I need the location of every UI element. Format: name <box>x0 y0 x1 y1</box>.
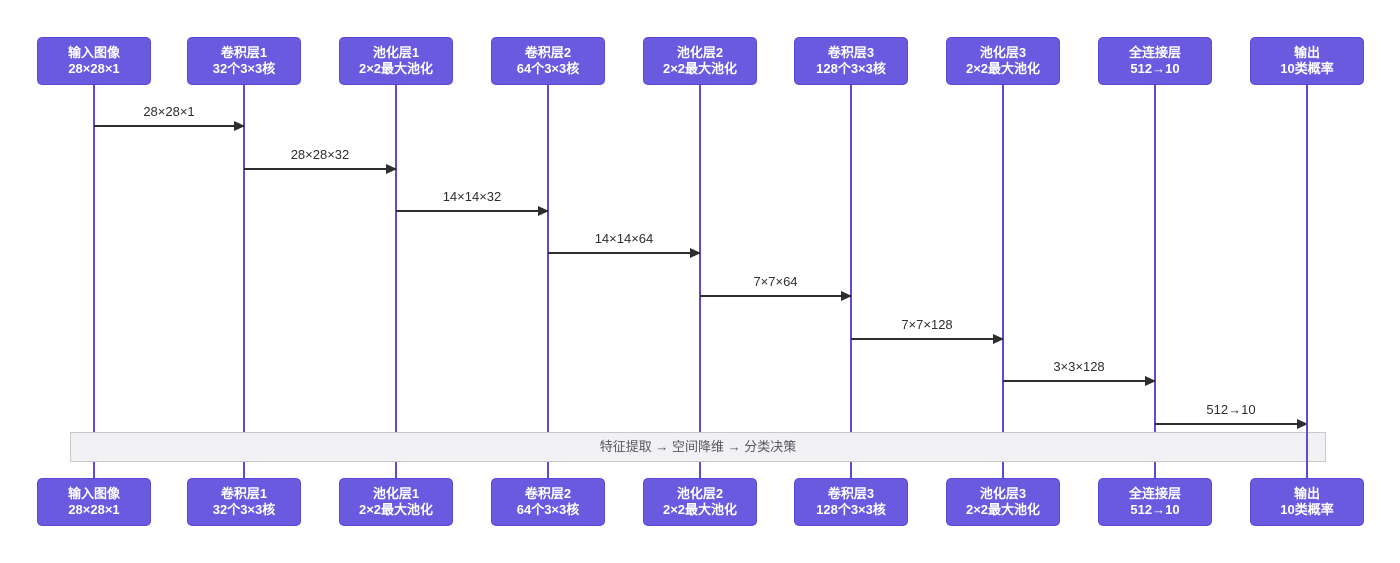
participant-detail: 512→10 <box>1130 61 1180 76</box>
message-arrow <box>1003 376 1156 386</box>
message-pool1-conv2: 14×14×32 <box>396 188 549 216</box>
message-arrow <box>700 291 852 301</box>
message-label: 512→10 <box>1206 402 1256 417</box>
participant-name: 池化层2 <box>676 486 724 501</box>
participant-detail: 10类概率 <box>1280 61 1334 76</box>
participant-name: 全连接层 <box>1128 486 1181 501</box>
lifeline-pool3 <box>1002 84 1004 479</box>
participant-detail: 64个3×3核 <box>516 61 580 76</box>
participant-detail: 10类概率 <box>1280 502 1334 517</box>
participant-top-fc: 全连接层 512→10 <box>1098 37 1212 85</box>
participant-detail: 512→10 <box>1130 502 1180 517</box>
participant-detail: 2×2最大池化 <box>662 502 738 517</box>
participant-name: 输出 <box>1293 486 1320 501</box>
participant-name: 全连接层 <box>1128 45 1181 60</box>
message-arrow <box>851 334 1004 344</box>
participant-name: 卷积层1 <box>220 486 268 501</box>
participant-detail: 128个3×3核 <box>816 502 886 517</box>
arrowhead-icon <box>1145 376 1156 386</box>
participant-name: 池化层3 <box>979 45 1027 60</box>
lifeline-input <box>93 84 95 479</box>
participant-bottom-conv1: 卷积层1 32个3×3核 <box>187 478 301 526</box>
participant-top-conv3: 卷积层3 128个3×3核 <box>794 37 908 85</box>
participant-bottom-pool3: 池化层3 2×2最大池化 <box>946 478 1060 526</box>
lifeline-conv1 <box>243 84 245 479</box>
arrowhead-icon <box>993 334 1004 344</box>
arrowhead-icon <box>538 206 549 216</box>
participant-name: 卷积层3 <box>827 486 875 501</box>
arrowhead-icon <box>1297 419 1308 429</box>
participant-top-conv1: 卷积层1 32个3×3核 <box>187 37 301 85</box>
participant-name: 卷积层2 <box>524 486 572 501</box>
participant-name: 卷积层3 <box>827 45 875 60</box>
message-arrow <box>396 206 549 216</box>
message-label: 14×14×64 <box>594 231 654 246</box>
participant-name: 输入图像 <box>67 45 120 60</box>
participant-detail: 2×2最大池化 <box>965 502 1041 517</box>
message-label: 3×3×128 <box>1053 359 1105 374</box>
participant-name: 池化层1 <box>372 486 420 501</box>
participant-name: 池化层1 <box>372 45 420 60</box>
participant-detail: 64个3×3核 <box>516 502 580 517</box>
message-label: 14×14×32 <box>442 189 502 204</box>
message-arrow <box>1155 419 1308 429</box>
lifeline-output <box>1306 84 1308 479</box>
message-label: 7×7×64 <box>753 274 798 289</box>
participant-detail: 2×2最大池化 <box>662 61 738 76</box>
lifeline-fc <box>1154 84 1156 479</box>
participant-top-pool2: 池化层2 2×2最大池化 <box>643 37 757 85</box>
message-label: 28×28×32 <box>290 147 350 162</box>
participant-name: 池化层2 <box>676 45 724 60</box>
participant-top-conv2: 卷积层2 64个3×3核 <box>491 37 605 85</box>
message-pool2-conv3: 7×7×64 <box>700 273 852 301</box>
arrowhead-icon <box>386 164 397 174</box>
participant-top-output: 输出 10类概率 <box>1250 37 1364 85</box>
participant-bottom-input: 输入图像 28×28×1 <box>37 478 151 526</box>
participant-detail: 28×28×1 <box>68 502 120 517</box>
message-fc-output: 512→10 <box>1155 401 1308 429</box>
arrowhead-icon <box>234 121 245 131</box>
participant-detail: 2×2最大池化 <box>965 61 1041 76</box>
participant-name: 卷积层1 <box>220 45 268 60</box>
lifeline-conv2 <box>547 84 549 479</box>
message-label: 28×28×1 <box>143 104 195 119</box>
participant-detail: 28×28×1 <box>68 61 120 76</box>
participant-detail: 32个3×3核 <box>212 502 276 517</box>
message-arrow <box>244 164 397 174</box>
message-label: 7×7×128 <box>901 317 953 332</box>
message-arrow <box>548 248 701 258</box>
participant-detail: 32个3×3核 <box>212 61 276 76</box>
participant-bottom-pool1: 池化层1 2×2最大池化 <box>339 478 453 526</box>
participant-top-input: 输入图像 28×28×1 <box>37 37 151 85</box>
message-conv3-pool3: 7×7×128 <box>851 316 1004 344</box>
participant-detail: 2×2最大池化 <box>358 502 434 517</box>
lifeline-pool1 <box>395 84 397 479</box>
participant-name: 输出 <box>1293 45 1320 60</box>
note-bar: 特征提取 → 空间降维 → 分类决策 <box>70 432 1326 462</box>
arrowhead-icon <box>841 291 852 301</box>
message-conv1-pool1: 28×28×32 <box>244 146 397 174</box>
participant-top-pool3: 池化层3 2×2最大池化 <box>946 37 1060 85</box>
arrowhead-icon <box>690 248 701 258</box>
participant-bottom-pool2: 池化层2 2×2最大池化 <box>643 478 757 526</box>
participant-top-pool1: 池化层1 2×2最大池化 <box>339 37 453 85</box>
lifeline-conv3 <box>850 84 852 479</box>
participant-bottom-conv3: 卷积层3 128个3×3核 <box>794 478 908 526</box>
message-conv2-pool2: 14×14×64 <box>548 230 701 258</box>
participant-detail: 2×2最大池化 <box>358 61 434 76</box>
participant-name: 池化层3 <box>979 486 1027 501</box>
message-pool3-fc: 3×3×128 <box>1003 358 1156 386</box>
lifeline-pool2 <box>699 84 701 479</box>
participant-bottom-output: 输出 10类概率 <box>1250 478 1364 526</box>
message-input-conv1: 28×28×1 <box>94 103 245 131</box>
participant-name: 卷积层2 <box>524 45 572 60</box>
message-arrow <box>94 121 245 131</box>
participant-bottom-conv2: 卷积层2 64个3×3核 <box>491 478 605 526</box>
participant-bottom-fc: 全连接层 512→10 <box>1098 478 1212 526</box>
participant-detail: 128个3×3核 <box>816 61 886 76</box>
participant-name: 输入图像 <box>67 486 120 501</box>
